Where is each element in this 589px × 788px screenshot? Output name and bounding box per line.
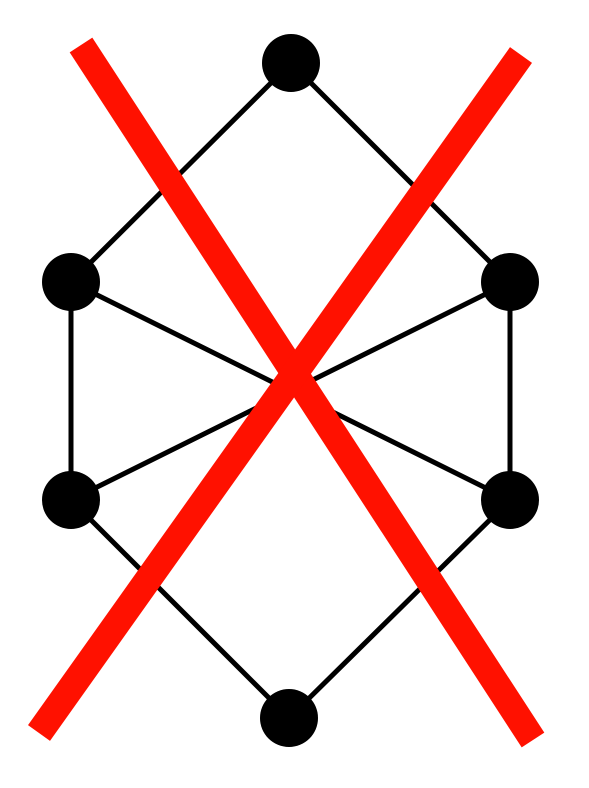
node-lower-right: [481, 471, 539, 529]
node-bottom: [260, 689, 318, 747]
edge-top-upper-left: [68, 60, 294, 285]
cross-out-overlay: [27, 37, 545, 748]
cross-stroke-up: [27, 47, 533, 741]
cross-stroke-down: [69, 37, 545, 748]
nodes-layer: [42, 34, 539, 747]
node-upper-left: [42, 253, 100, 311]
node-upper-right: [481, 253, 539, 311]
node-top: [262, 34, 320, 92]
edge-top-upper-right: [288, 60, 513, 285]
edge-lower-left-bottom: [68, 497, 292, 721]
edge-lower-right-bottom: [286, 497, 513, 721]
node-lower-left: [42, 471, 100, 529]
